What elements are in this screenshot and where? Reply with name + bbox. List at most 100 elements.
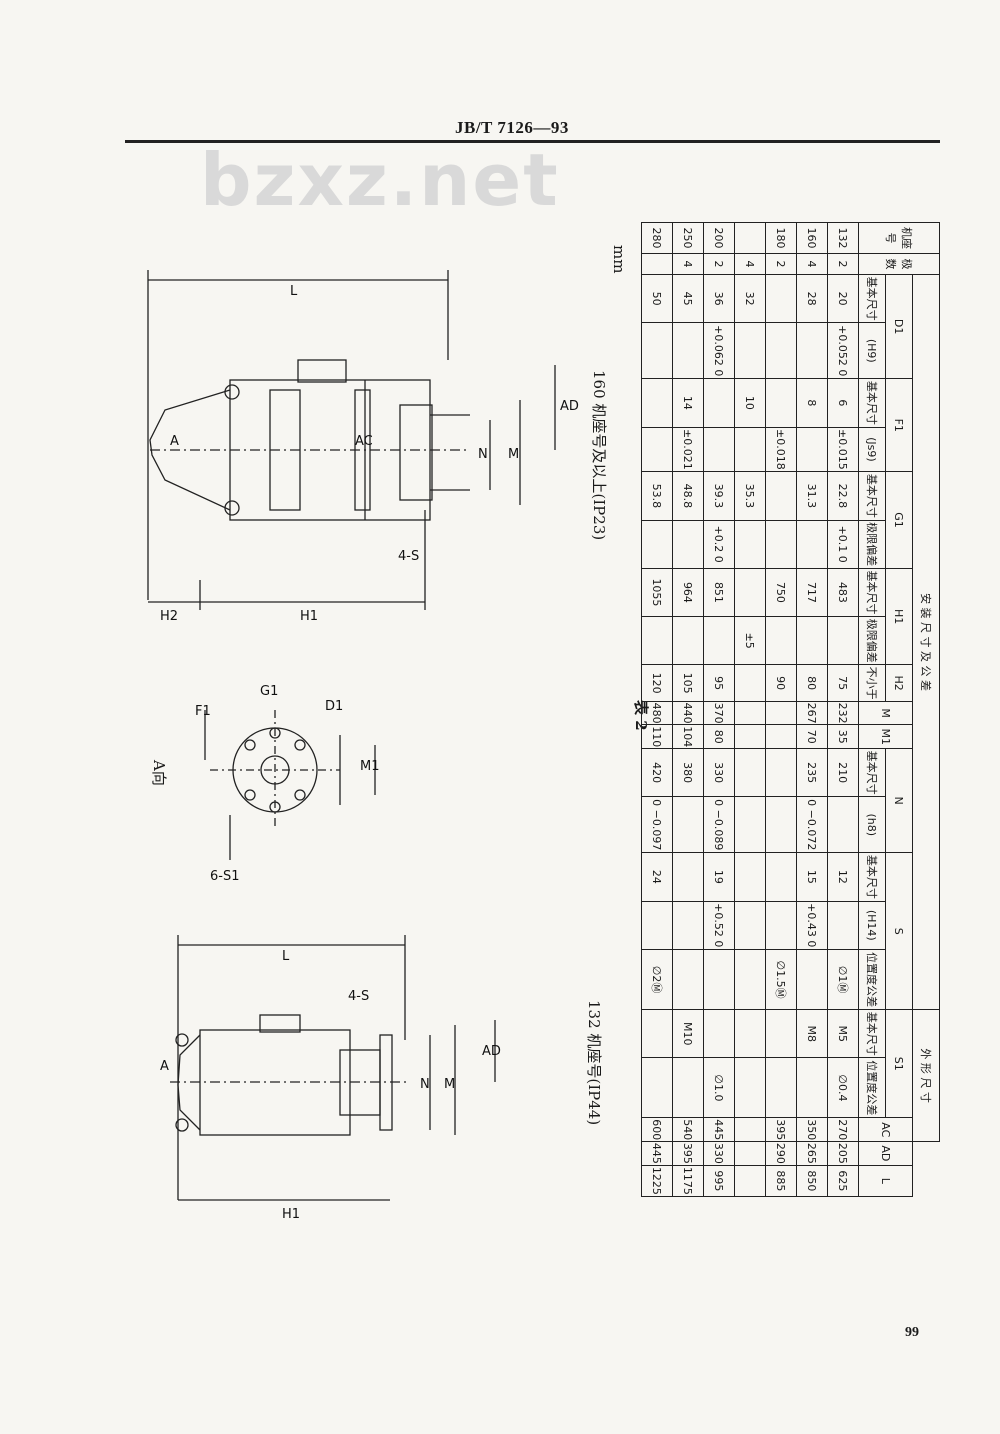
cell-h1: 1055 bbox=[641, 568, 673, 617]
cell-s1-pos: ∅1.0 bbox=[703, 1057, 735, 1118]
cell-h1: 717 bbox=[796, 568, 828, 617]
cell-s bbox=[734, 852, 766, 902]
header-rule bbox=[125, 140, 940, 143]
cell-g1 bbox=[765, 471, 797, 521]
label-6S1: 6-S1 bbox=[210, 869, 240, 884]
cell-frame bbox=[734, 222, 766, 254]
figure-middle bbox=[204, 710, 376, 860]
cell-l bbox=[734, 1165, 766, 1197]
cell-g1: 39.3 bbox=[703, 471, 735, 521]
cell-s1: M5 bbox=[827, 1009, 859, 1058]
cell-l: 850 bbox=[796, 1165, 828, 1197]
th-outline: 外 形 尺 寸 bbox=[912, 1009, 940, 1142]
cell-h1: 750 bbox=[765, 568, 797, 617]
th-S1-pos: 位置度公差 bbox=[858, 1057, 886, 1118]
th-frame: 机座号 bbox=[858, 222, 940, 254]
cell-f1-tol: ±0.015 bbox=[827, 427, 859, 472]
caption-top-figure: 160 机座号及以上(IP23) bbox=[590, 370, 608, 541]
th-D1-h9: (H9) bbox=[858, 322, 886, 379]
cell-frame: 160 bbox=[796, 222, 828, 254]
cell-d1-tol bbox=[734, 322, 766, 379]
cell-ac: 600 bbox=[641, 1117, 673, 1142]
figure-bottom bbox=[170, 935, 496, 1201]
spec-table: 机座号 极数 安 装 尺 寸 及 公 差 外 形 尺 寸 D1 F1 G1 H1… bbox=[641, 222, 940, 1197]
label-AD-bottom: AD bbox=[482, 1044, 501, 1059]
cell-h1-tol bbox=[672, 616, 704, 665]
cell-f1: 10 bbox=[734, 378, 766, 428]
cell-d1: 32 bbox=[734, 274, 766, 323]
cell-f1-tol bbox=[734, 427, 766, 472]
cell-m1: 80 bbox=[703, 724, 735, 749]
figure-bottom-labels: L 4-S AD A N M H1 bbox=[160, 949, 501, 1222]
label-N-top: N bbox=[478, 447, 488, 462]
th-G1: G1 bbox=[885, 471, 913, 569]
th-D1-basic: 基本尺寸 bbox=[858, 274, 886, 323]
cell-poles: 4 bbox=[796, 253, 828, 275]
cell-n: 330 bbox=[703, 748, 735, 797]
cell-f1 bbox=[703, 378, 735, 428]
cell-g1-tol bbox=[796, 520, 828, 569]
cell-d1-tol: +0.052 0 bbox=[827, 322, 859, 379]
cell-s1-pos: ∅0.4 bbox=[827, 1057, 859, 1118]
cell-n-tol bbox=[672, 796, 704, 853]
cell-f1 bbox=[765, 378, 797, 428]
th-H1-limit: 极限偏差 bbox=[858, 616, 886, 665]
cell-m1: 110 bbox=[641, 724, 673, 749]
cell-frame: 250 bbox=[672, 222, 704, 254]
cell-d1-tol bbox=[765, 322, 797, 379]
cell-n-tol bbox=[765, 796, 797, 853]
cell-s: 12 bbox=[827, 852, 859, 902]
cell-s-tol bbox=[765, 901, 797, 950]
cell-s1-pos bbox=[734, 1057, 766, 1118]
th-L: L bbox=[858, 1165, 913, 1197]
cell-s-pos: ∅1.5Ⓜ bbox=[765, 949, 797, 1010]
cell-h2: 105 bbox=[672, 664, 704, 702]
cell-d1-tol: +0.062 0 bbox=[703, 322, 735, 379]
cell-s-pos bbox=[703, 949, 735, 1010]
cell-f1-tol: ±0.018 bbox=[765, 427, 797, 472]
cell-g1: 48.8 bbox=[672, 471, 704, 521]
cell-ac: 270 bbox=[827, 1117, 859, 1142]
cell-m1 bbox=[765, 724, 797, 749]
standard-code: JB/T 7126—93 bbox=[455, 118, 569, 137]
th-G1-limit: 极限偏差 bbox=[858, 520, 886, 569]
cell-ad: 330 bbox=[703, 1141, 735, 1166]
th-S-h14: (H14) bbox=[858, 901, 886, 950]
cell-m1 bbox=[734, 724, 766, 749]
cell-poles: 2 bbox=[703, 253, 735, 275]
cell-f1-tol bbox=[796, 427, 828, 472]
cell-s-tol: +0.43 0 bbox=[796, 901, 828, 950]
cell-s1: M10 bbox=[672, 1009, 704, 1058]
label-L-top: L bbox=[290, 284, 298, 299]
th-M1: M1 bbox=[858, 724, 913, 749]
cell-ad: 445 bbox=[641, 1141, 673, 1166]
cell-poles bbox=[641, 253, 673, 275]
cell-poles: 4 bbox=[734, 253, 766, 275]
cell-d1: 28 bbox=[796, 274, 828, 323]
cell-g1: 35.3 bbox=[734, 471, 766, 521]
cell-f1-tol bbox=[703, 427, 735, 472]
cell-l: 995 bbox=[703, 1165, 735, 1197]
label-AC: AC bbox=[355, 434, 373, 449]
label-D1: D1 bbox=[325, 699, 343, 714]
label-M-bottom: M bbox=[444, 1077, 455, 1092]
cell-d1: 36 bbox=[703, 274, 735, 323]
cell-m1: 70 bbox=[796, 724, 828, 749]
cell-poles: 2 bbox=[765, 253, 797, 275]
cell-g1-tol: +0.2 0 bbox=[703, 520, 735, 569]
cell-ac: 540 bbox=[672, 1117, 704, 1142]
th-S-pos: 位置度公差 bbox=[858, 949, 886, 1010]
cell-n bbox=[765, 748, 797, 797]
cell-m: 480 bbox=[641, 701, 673, 725]
cell-f1: 14 bbox=[672, 378, 704, 428]
cell-d1: 50 bbox=[641, 274, 673, 323]
label-H1-top: H1 bbox=[300, 609, 318, 624]
cell-h2: 80 bbox=[796, 664, 828, 702]
cell-m: 232 bbox=[827, 701, 859, 725]
cell-h2: 120 bbox=[641, 664, 673, 702]
cell-n: 235 bbox=[796, 748, 828, 797]
th-S-basic: 基本尺寸 bbox=[858, 852, 886, 902]
